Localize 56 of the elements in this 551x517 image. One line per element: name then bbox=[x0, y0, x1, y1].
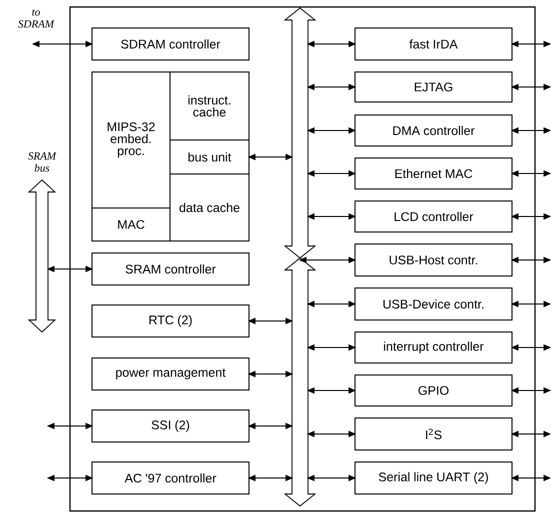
block-box: USB-Host contr. bbox=[354, 244, 512, 276]
arrow bbox=[48, 266, 92, 272]
arrow bbox=[248, 154, 292, 160]
arrow bbox=[512, 213, 550, 220]
arrow bbox=[308, 84, 356, 90]
arrow bbox=[308, 127, 356, 134]
arrow bbox=[308, 474, 356, 482]
block-box: Serial line UART (2) bbox=[354, 462, 512, 494]
block-box: SSI (2) bbox=[92, 410, 250, 442]
block-box: GPIO bbox=[354, 374, 512, 406]
block-box: LCD controller bbox=[354, 200, 512, 232]
bus-label: SRAM bus bbox=[28, 152, 57, 172]
chip-outline bbox=[69, 6, 536, 512]
arrow bbox=[48, 422, 92, 430]
block-box: AC '97 controller bbox=[92, 462, 250, 494]
block-box: SDRAM controller bbox=[92, 28, 250, 60]
arrow bbox=[248, 422, 292, 430]
arrow bbox=[248, 318, 292, 324]
arrow bbox=[308, 344, 356, 351]
arrow bbox=[512, 40, 550, 48]
arrow bbox=[512, 84, 550, 90]
arrow bbox=[512, 300, 550, 308]
arrow bbox=[512, 430, 550, 438]
arrow bbox=[308, 430, 356, 438]
block-box: Ethernet MAC bbox=[354, 158, 512, 190]
arrow bbox=[512, 474, 550, 482]
block-box: RTC (2) bbox=[92, 304, 250, 338]
arrow bbox=[308, 213, 356, 220]
arrow bbox=[300, 256, 356, 264]
block-box: DMA controller bbox=[354, 114, 512, 146]
arrow bbox=[248, 370, 292, 378]
note-label: to SDRAM bbox=[18, 9, 55, 28]
processor-cell: MAC bbox=[92, 208, 170, 242]
arrow bbox=[248, 474, 292, 482]
arrow bbox=[512, 344, 550, 351]
block-box: interrupt controller bbox=[354, 332, 512, 364]
arrow bbox=[512, 170, 550, 177]
arrow bbox=[512, 387, 550, 394]
arrow bbox=[308, 300, 356, 308]
block-box: fast IrDA bbox=[354, 28, 512, 60]
arrow bbox=[32, 40, 92, 48]
arrow bbox=[512, 127, 550, 134]
arrow bbox=[308, 40, 356, 48]
cache-cell: instruct. cache bbox=[170, 72, 250, 140]
block-box: I$^{2}$S bbox=[354, 418, 512, 450]
arrow bbox=[308, 170, 356, 177]
arrow bbox=[48, 474, 92, 482]
processor-cell: MIPS-32 embed. proc. bbox=[92, 72, 170, 208]
cache-cell: data cache bbox=[170, 174, 250, 242]
bus-unit-cell: bus unit bbox=[170, 140, 250, 174]
block-box: USB-Device contr. bbox=[354, 288, 512, 320]
arrow bbox=[308, 387, 356, 394]
block-box: EJTAG bbox=[354, 72, 512, 102]
block-box: SRAM controller bbox=[92, 252, 250, 286]
block-box: power management bbox=[92, 358, 250, 390]
arrow bbox=[512, 256, 550, 264]
